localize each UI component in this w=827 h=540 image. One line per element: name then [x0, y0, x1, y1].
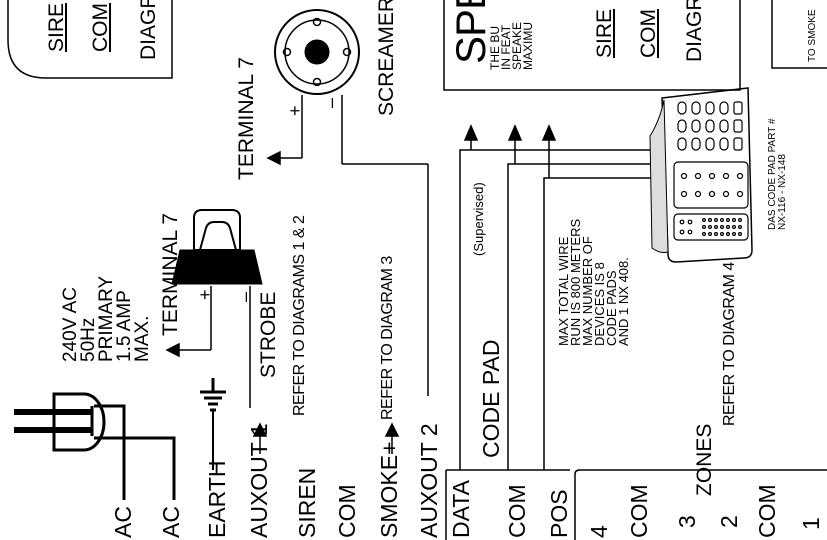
- box-siren-2: SIRE: [593, 8, 616, 58]
- info-boxes: [7, 0, 827, 91]
- box-com-1: COM: [89, 3, 112, 52]
- screamer-minus: –: [321, 97, 341, 108]
- screamer-plus: +: [285, 105, 305, 116]
- codepad-wires: [459, 124, 655, 470]
- refer-diagram-4: REFER TO DIAGRAM 4: [721, 262, 738, 426]
- codepad-part-number: DAS CODE PAD PART # NX-116 - NX-148: [767, 118, 788, 230]
- terminal-siren: SIREN: [294, 467, 320, 538]
- terminal-smoke-plus: SMOKE+: [376, 441, 402, 538]
- strobe-label: STROBE: [257, 291, 280, 378]
- terminal-zone-2: 2: [716, 515, 742, 528]
- box-diagram-1: DIAGF: [137, 0, 160, 60]
- screamer-speaker: [274, 9, 360, 95]
- speaker-box-title: SPE: [447, 0, 494, 64]
- strobe-minus: –: [235, 291, 255, 302]
- box-to-smoke: TO SMOKE: [807, 9, 818, 62]
- codepad-device: [649, 87, 753, 263]
- box-com-2: COM: [637, 9, 660, 58]
- terminal-zone-1: 1: [798, 517, 824, 530]
- ac-wires: [94, 404, 176, 500]
- strobe-wires: [165, 286, 251, 408]
- screamer-wires: [266, 95, 429, 396]
- strobe-terminal-label: TERMINAL 7: [159, 213, 182, 336]
- terminal-zone-3: 3: [674, 515, 700, 528]
- box-diagram-2: DIAGR: [683, 0, 706, 62]
- screamer-label: SCREAMER: [375, 0, 398, 116]
- power-plug: [14, 392, 106, 452]
- terminal-pos: POS: [546, 489, 572, 538]
- codepad-label: CODE PAD: [478, 339, 504, 458]
- power-rating-label: 240V AC 50Hz PRIMARY 1.5 AMP MAX.: [60, 275, 153, 362]
- terminal-ac-2: AC: [158, 506, 184, 538]
- refer-arrows: [252, 422, 400, 454]
- zones-label: ZONES: [693, 423, 716, 496]
- terminal-com-3: COM: [626, 484, 652, 538]
- earth-symbol: [200, 378, 226, 470]
- terminal-zone-4: 4: [586, 525, 612, 538]
- box-siren-1: SIRE: [45, 2, 68, 52]
- terminal-auxout-2: AUXOUT 2: [416, 423, 442, 538]
- strobe-plus: +: [195, 289, 215, 300]
- codepad-supervised-label: (Supervised): [471, 182, 486, 256]
- strobe-device: [171, 209, 263, 285]
- terminal-earth: EARTH: [204, 460, 230, 538]
- terminal-com-4: COM: [754, 484, 780, 538]
- refer-diagrams-1-2: REFER TO DIAGRAMS 1 & 2: [291, 215, 308, 416]
- terminal-com-1: COM: [334, 484, 360, 538]
- terminal-com-2: COM: [504, 484, 530, 538]
- refer-diagram-3: REFER TO DIAGRAM 3: [379, 256, 396, 420]
- codepad-note: MAX TOTAL WIRE RUN IS 800 METERS MAX NUM…: [556, 218, 631, 346]
- terminal-data: DATA: [448, 480, 474, 538]
- speaker-box-text: THE BU IN FEAT SPEAKE MAXIMU: [488, 21, 535, 70]
- terminal-ac-1: AC: [110, 506, 136, 538]
- terminal-auxout-1: AUXOUT 1: [246, 423, 272, 538]
- screamer-terminal-label: TERMINAL 7: [235, 57, 258, 180]
